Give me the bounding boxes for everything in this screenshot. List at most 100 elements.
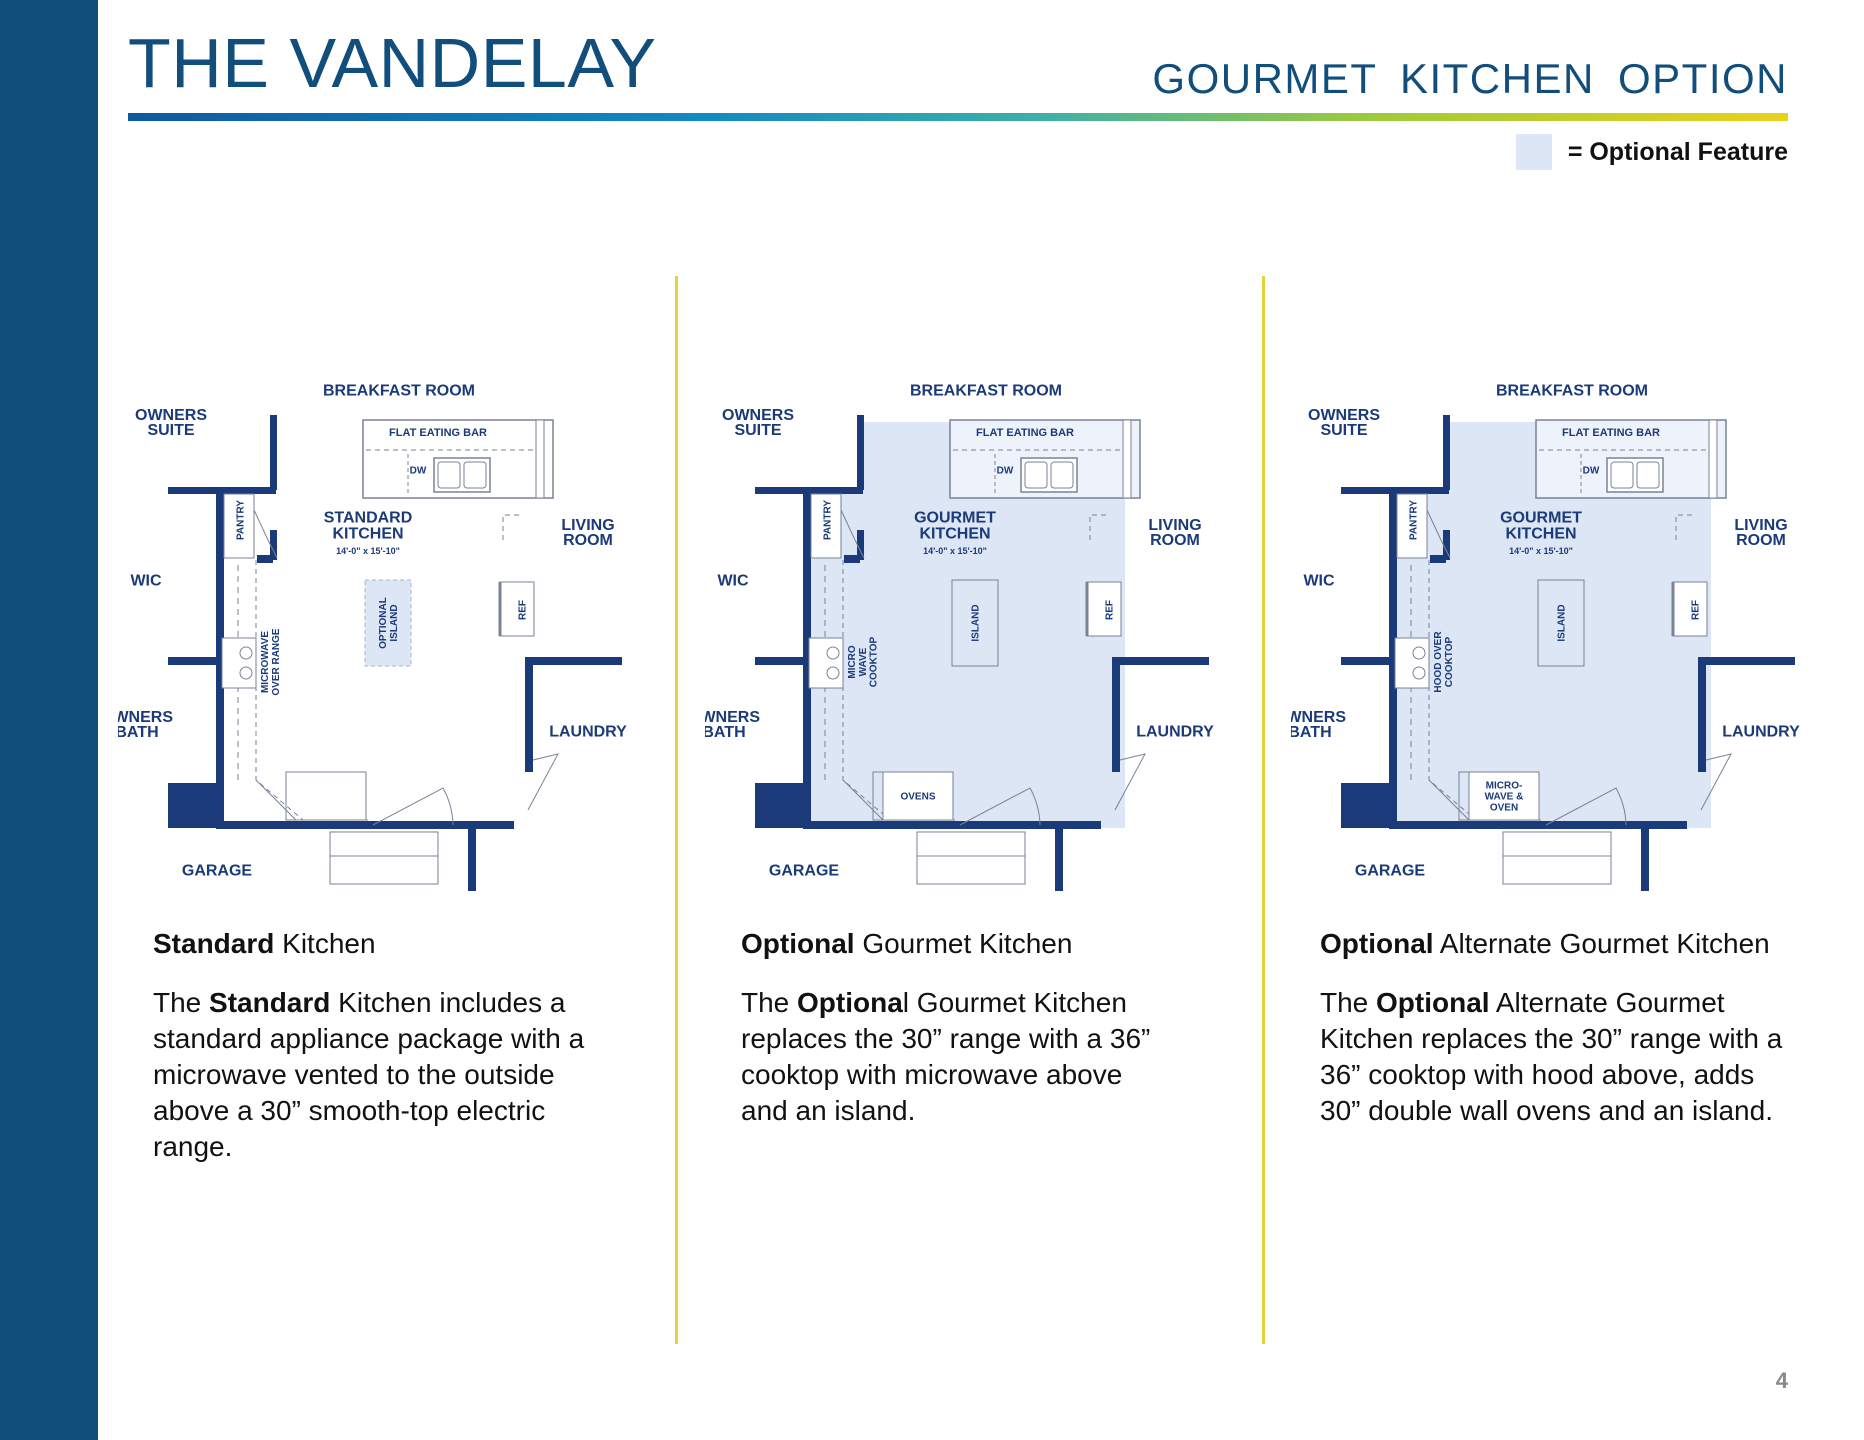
wall-segment bbox=[525, 657, 533, 772]
burner bbox=[826, 646, 840, 660]
card-body-pre: The bbox=[1320, 987, 1377, 1018]
sink-bowl-left bbox=[1610, 461, 1634, 489]
card-heading-bold: Optional bbox=[741, 928, 855, 959]
bottom-appliance-box bbox=[882, 771, 954, 821]
door-swing bbox=[372, 787, 454, 826]
card-heading-bold: Standard bbox=[153, 928, 275, 959]
sink-outline bbox=[1020, 457, 1078, 493]
kitchen-dimensions: 14'-0" x 15'-10" bbox=[1509, 546, 1573, 556]
pantry-label: PANTRY bbox=[236, 500, 247, 540]
kitchen-dimensions: 14'-0" x 15'-10" bbox=[923, 546, 987, 556]
wall-segment bbox=[1443, 415, 1450, 490]
refrigerator-box bbox=[1086, 581, 1122, 637]
pantry-box bbox=[223, 493, 255, 559]
card-heading-bold: Optional bbox=[1320, 928, 1434, 959]
range-box bbox=[808, 637, 844, 689]
laundry-door bbox=[527, 753, 559, 811]
wall-segment bbox=[1698, 657, 1706, 772]
garage-steps bbox=[916, 831, 1026, 885]
card-heading-rest: Kitchen bbox=[274, 928, 376, 959]
door-swing bbox=[959, 787, 1041, 826]
living-opening bbox=[502, 514, 523, 540]
bottom-appliance-label: OVENS bbox=[900, 792, 935, 803]
wall-segment bbox=[216, 821, 514, 829]
eating-bar-label: FLAT EATING BAR bbox=[389, 427, 487, 439]
room-label-wic: WIC bbox=[130, 573, 162, 590]
garage-steps bbox=[1502, 831, 1612, 885]
card-body-rest: l Gourmet Kitchen replaces the 30” range… bbox=[741, 987, 1151, 1126]
sidebar-band bbox=[0, 0, 98, 1440]
pantry-door bbox=[253, 509, 278, 559]
card-body-rest: Kitchen includes a standard appliance pa… bbox=[153, 987, 585, 1162]
burner bbox=[239, 646, 253, 660]
kitchen-dimensions: 14'-0" x 15'-10" bbox=[336, 546, 400, 556]
room-label-owners-bath: OWNERSBATH bbox=[705, 709, 760, 741]
burner bbox=[1412, 646, 1426, 660]
floor-plan-svg: BREAKFAST ROOMOWNERSSUITEWICOWNERSBATHLI… bbox=[118, 383, 627, 891]
island bbox=[951, 579, 999, 667]
card-body-bold: Optional bbox=[1376, 987, 1490, 1018]
dishwasher-label: DW bbox=[410, 466, 427, 477]
column-divider-1 bbox=[675, 276, 678, 1344]
pantry-box bbox=[810, 493, 842, 559]
card-heading-gourmet: Optional Gourmet Kitchen bbox=[741, 928, 1072, 960]
pantry-box bbox=[1396, 493, 1428, 559]
legend: = Optional Feature bbox=[1515, 134, 1788, 170]
wall-segment bbox=[755, 783, 803, 828]
room-label-garage: GARAGE bbox=[769, 863, 840, 880]
sink-outline bbox=[1606, 457, 1664, 493]
card-body-bold: Standard bbox=[209, 987, 331, 1018]
wall-segment bbox=[1112, 657, 1209, 665]
door-swing bbox=[1545, 787, 1627, 826]
eating-bar-label: FLAT EATING BAR bbox=[1562, 427, 1660, 439]
room-label-laundry: LAUNDRY bbox=[549, 724, 627, 741]
dishwasher-label: DW bbox=[1583, 466, 1600, 477]
room-label-owners-bath: OWNERSBATH bbox=[1291, 709, 1346, 741]
island-label: ISLAND bbox=[1557, 604, 1568, 641]
sink-bowl-left bbox=[437, 461, 461, 489]
room-label-garage: GARAGE bbox=[1355, 863, 1426, 880]
dishwasher-label: DW bbox=[997, 466, 1014, 477]
card-body-standard: The Standard Kitchen includes a standard… bbox=[153, 985, 623, 1165]
card-body-pre: The bbox=[153, 987, 210, 1018]
legend-swatch bbox=[1515, 134, 1552, 170]
wall-segment bbox=[755, 657, 810, 665]
wall-segment bbox=[1443, 530, 1450, 560]
refrigerator-label: REF bbox=[1691, 600, 1702, 620]
optional-area-fill bbox=[803, 422, 1125, 828]
sink-bowl-right bbox=[463, 461, 487, 489]
island-label: OPTIONALISLAND bbox=[378, 597, 400, 649]
optional-island bbox=[364, 579, 412, 667]
page-subtitle: GOURMET KITCHEN OPTION bbox=[1152, 55, 1788, 102]
wall-segment bbox=[844, 555, 860, 563]
bar-end-panel bbox=[535, 419, 545, 499]
bottom-counter-edge bbox=[255, 779, 368, 821]
room-label-breakfast: BREAKFAST ROOM bbox=[910, 383, 1062, 400]
burner bbox=[1412, 666, 1426, 680]
island bbox=[1537, 579, 1585, 667]
living-opening bbox=[1675, 514, 1696, 540]
room-label-breakfast: BREAKFAST ROOM bbox=[323, 383, 475, 400]
refrigerator-label: REF bbox=[518, 600, 529, 620]
wall-segment bbox=[1698, 657, 1795, 665]
card-heading-alternate: Optional Alternate Gourmet Kitchen bbox=[1320, 928, 1770, 960]
card-heading-rest: Alternate Gourmet Kitchen bbox=[1433, 928, 1770, 959]
range-box bbox=[221, 637, 257, 689]
page-number: 4 bbox=[1775, 1368, 1788, 1393]
bar-end-panel bbox=[1708, 419, 1718, 499]
room-label-owners-bath: OWNERSBATH bbox=[118, 709, 173, 741]
range-box bbox=[1394, 637, 1430, 689]
wall-segment bbox=[168, 657, 223, 665]
wall-segment bbox=[1430, 555, 1446, 563]
refrigerator-box bbox=[499, 581, 535, 637]
room-label-laundry: LAUNDRY bbox=[1722, 724, 1800, 741]
pantry-label: PANTRY bbox=[1409, 500, 1420, 540]
wall-segment bbox=[857, 530, 864, 560]
wall-segment bbox=[525, 657, 622, 665]
